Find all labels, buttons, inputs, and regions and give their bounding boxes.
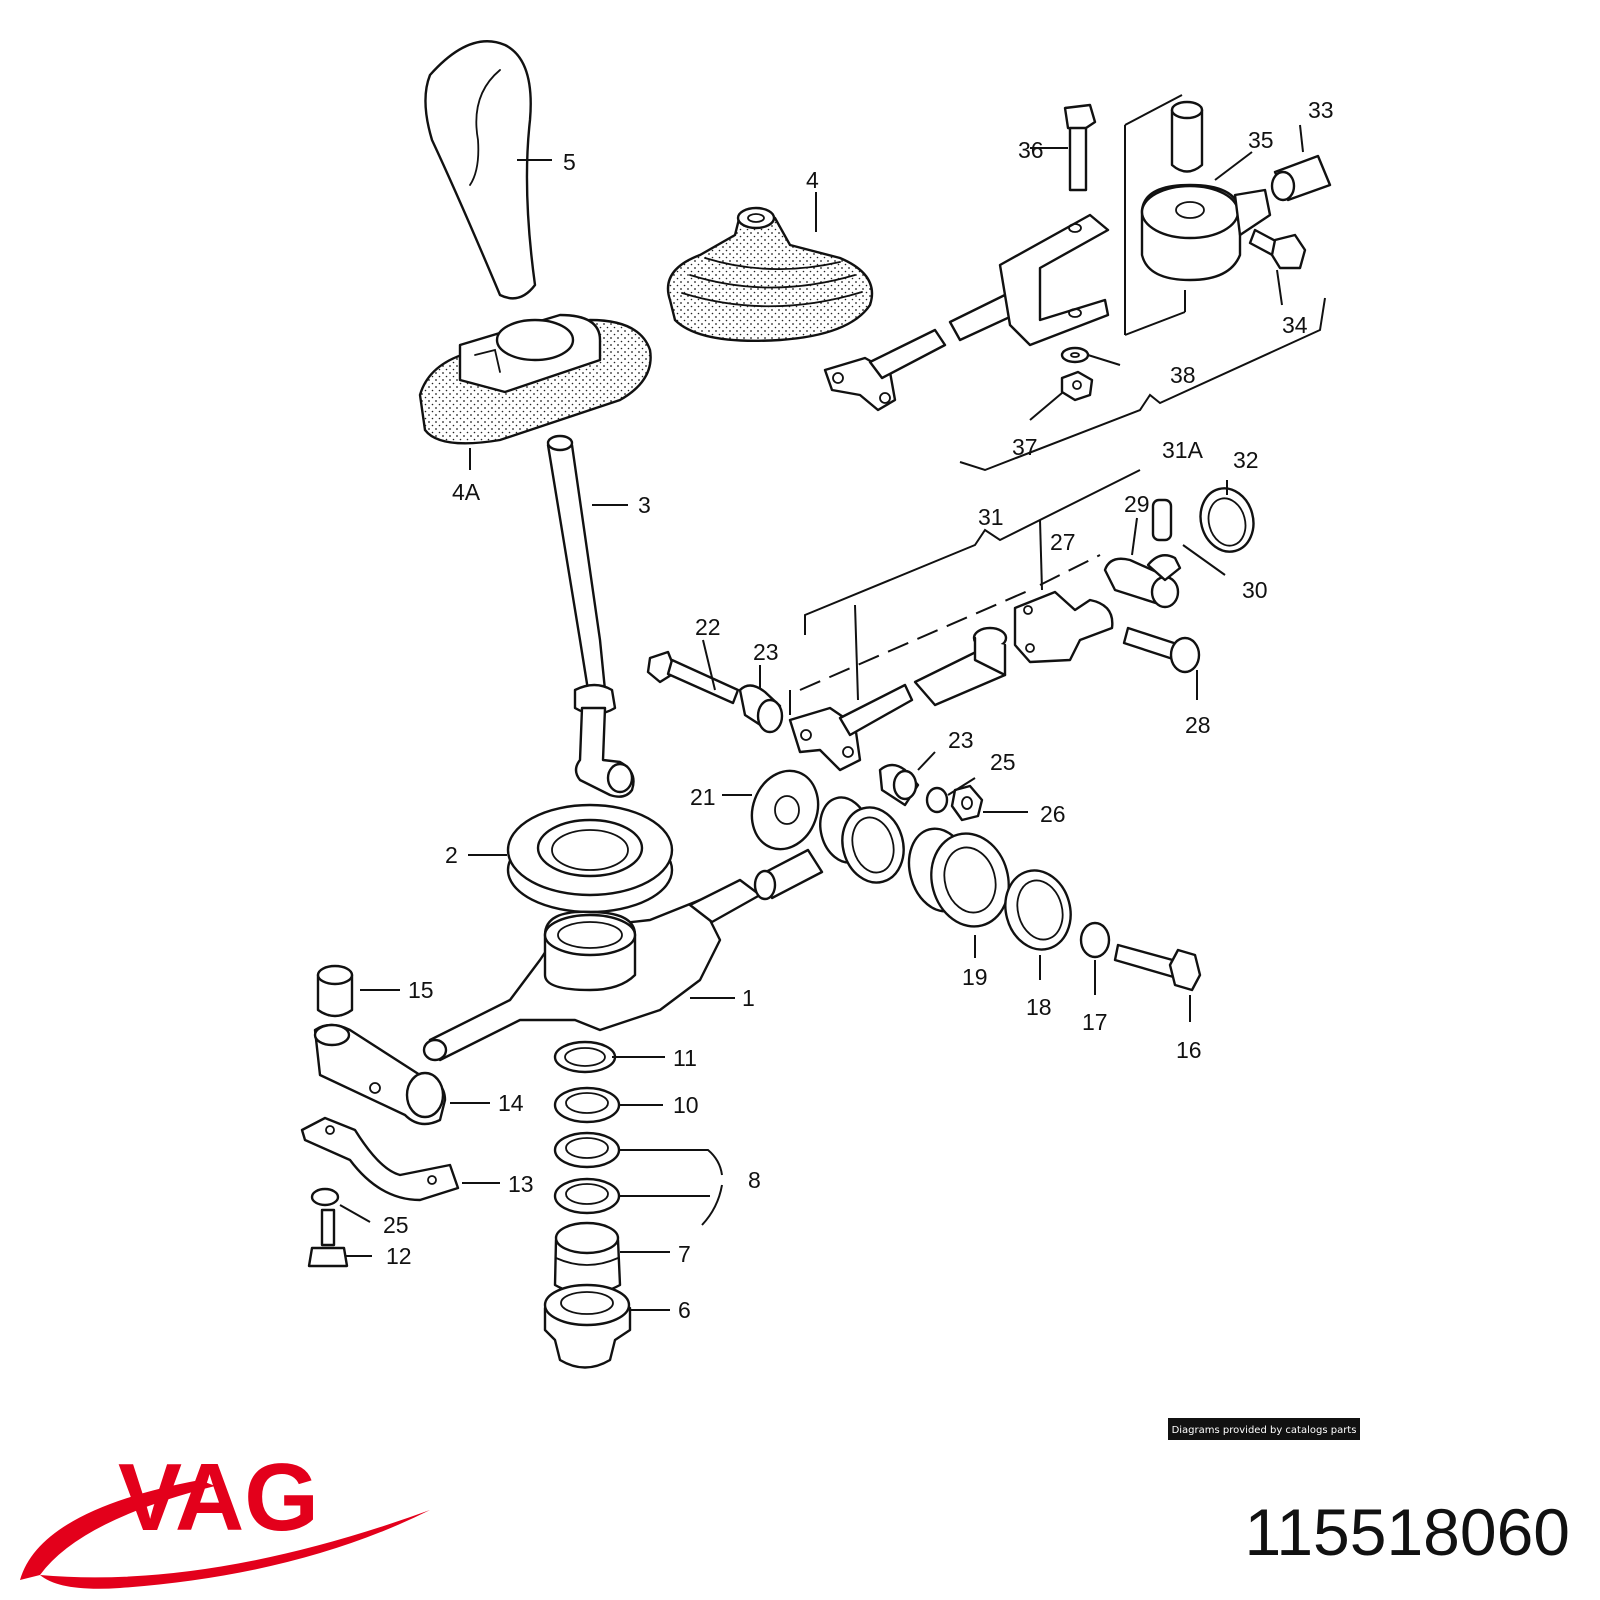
callout-8: 8 xyxy=(748,1167,761,1193)
washer-17 xyxy=(1079,921,1111,959)
callout-35: 35 xyxy=(1248,127,1274,153)
callout-29: 29 xyxy=(1124,491,1150,517)
callout-23-upper: 23 xyxy=(753,639,779,665)
shift-lever-rod xyxy=(546,434,635,798)
callout-14: 14 xyxy=(498,1090,524,1116)
washer-25-right xyxy=(925,786,949,814)
bushing-15 xyxy=(316,964,354,1018)
bushing-29 xyxy=(1103,554,1182,609)
bolt-22 xyxy=(646,650,740,705)
callout-33: 33 xyxy=(1308,97,1334,123)
callout-13: 13 xyxy=(508,1171,534,1197)
group-bracket-31 xyxy=(789,469,1141,715)
callout-6: 6 xyxy=(678,1297,691,1323)
callout-30: 30 xyxy=(1242,577,1268,603)
clamp-13 xyxy=(300,1116,460,1202)
callout-15: 15 xyxy=(408,977,434,1003)
callout-19: 19 xyxy=(962,964,988,990)
callout-17: 17 xyxy=(1082,1009,1108,1035)
ring-18 xyxy=(1004,869,1072,951)
bellows-19 xyxy=(907,827,1010,928)
callout-12: 12 xyxy=(386,1243,412,1269)
callout-27: 27 xyxy=(1050,529,1076,555)
bushing-23-upper xyxy=(738,684,784,734)
washer-8b xyxy=(553,1177,621,1215)
part-number: 115518060 xyxy=(1245,1495,1570,1569)
bolt-12 xyxy=(307,1208,349,1268)
bolt-16 xyxy=(1113,943,1202,992)
selector-rod-31 xyxy=(788,626,1008,772)
guide-ring xyxy=(506,803,674,914)
spring-washer-25 xyxy=(310,1187,340,1207)
bracket-27 xyxy=(1013,590,1114,664)
sleeve-35 xyxy=(1170,100,1204,173)
nut-26 xyxy=(950,784,984,822)
callout-labels: 5 4 4A 3 2 1 15 14 13 25 12 11 10 8 7 6 … xyxy=(383,97,1334,1323)
rubber-gaiter-boot xyxy=(666,206,874,343)
credit-banner: Diagrams provided by catalogs parts xyxy=(1168,1418,1360,1440)
callout-11: 11 xyxy=(673,1045,697,1071)
callout-18: 18 xyxy=(1026,994,1052,1020)
bushing-33 xyxy=(1270,154,1332,202)
callout-22: 22 xyxy=(695,614,721,640)
brand-name: VAG xyxy=(118,1444,319,1551)
callout-31a: 31A xyxy=(1162,437,1204,463)
shift-housing xyxy=(422,848,824,1062)
boot-base-plate xyxy=(418,313,652,445)
callout-34: 34 xyxy=(1282,312,1308,338)
washer-38 xyxy=(1060,346,1090,364)
bushing-7 xyxy=(553,1221,622,1296)
callout-21: 21 xyxy=(690,784,716,810)
leader-lines xyxy=(339,124,1304,1311)
shift-knob xyxy=(424,40,537,300)
callout-5: 5 xyxy=(563,149,576,175)
callout-31: 31 xyxy=(978,504,1004,530)
bolt-36 xyxy=(1063,103,1097,192)
callout-26: 26 xyxy=(1040,801,1066,827)
circlip-11 xyxy=(553,1040,617,1074)
lever-arm-14 xyxy=(313,1023,447,1126)
callout-37: 37 xyxy=(1012,434,1038,460)
nut-37 xyxy=(1060,370,1094,402)
credit-text: Diagrams provided by catalogs parts xyxy=(1172,1425,1357,1436)
callout-28: 28 xyxy=(1185,712,1211,738)
washer-21 xyxy=(750,769,820,851)
callout-36: 36 xyxy=(1018,137,1044,163)
callout-7: 7 xyxy=(678,1241,691,1267)
clevis-fork xyxy=(998,213,1110,347)
callout-4: 4 xyxy=(806,167,819,193)
bushing-housing xyxy=(1140,183,1272,282)
callout-4a: 4A xyxy=(452,479,481,505)
callout-16: 16 xyxy=(1176,1037,1202,1063)
callout-38: 38 xyxy=(1170,362,1196,388)
group-bracket-31a xyxy=(959,94,1326,472)
callout-1: 1 xyxy=(742,985,755,1011)
bearing-6 xyxy=(543,1283,632,1369)
pin-30 xyxy=(1151,498,1173,542)
callout-23-lower: 23 xyxy=(948,727,974,753)
callout-32: 32 xyxy=(1233,447,1259,473)
ring-beside-21 xyxy=(819,796,905,884)
callout-25-right: 25 xyxy=(990,749,1016,775)
callout-2: 2 xyxy=(445,842,458,868)
bushing-23-lower xyxy=(878,763,920,807)
callout-10: 10 xyxy=(673,1092,699,1118)
callout-3: 3 xyxy=(638,492,651,518)
bolt-34 xyxy=(1248,228,1307,270)
washer-10 xyxy=(553,1086,621,1124)
clamp-32 xyxy=(1199,487,1255,553)
vag-logo: VAG xyxy=(20,1444,430,1589)
washer-8a xyxy=(553,1131,621,1169)
pin-28 xyxy=(1122,626,1201,674)
callout-25-left: 25 xyxy=(383,1212,409,1238)
